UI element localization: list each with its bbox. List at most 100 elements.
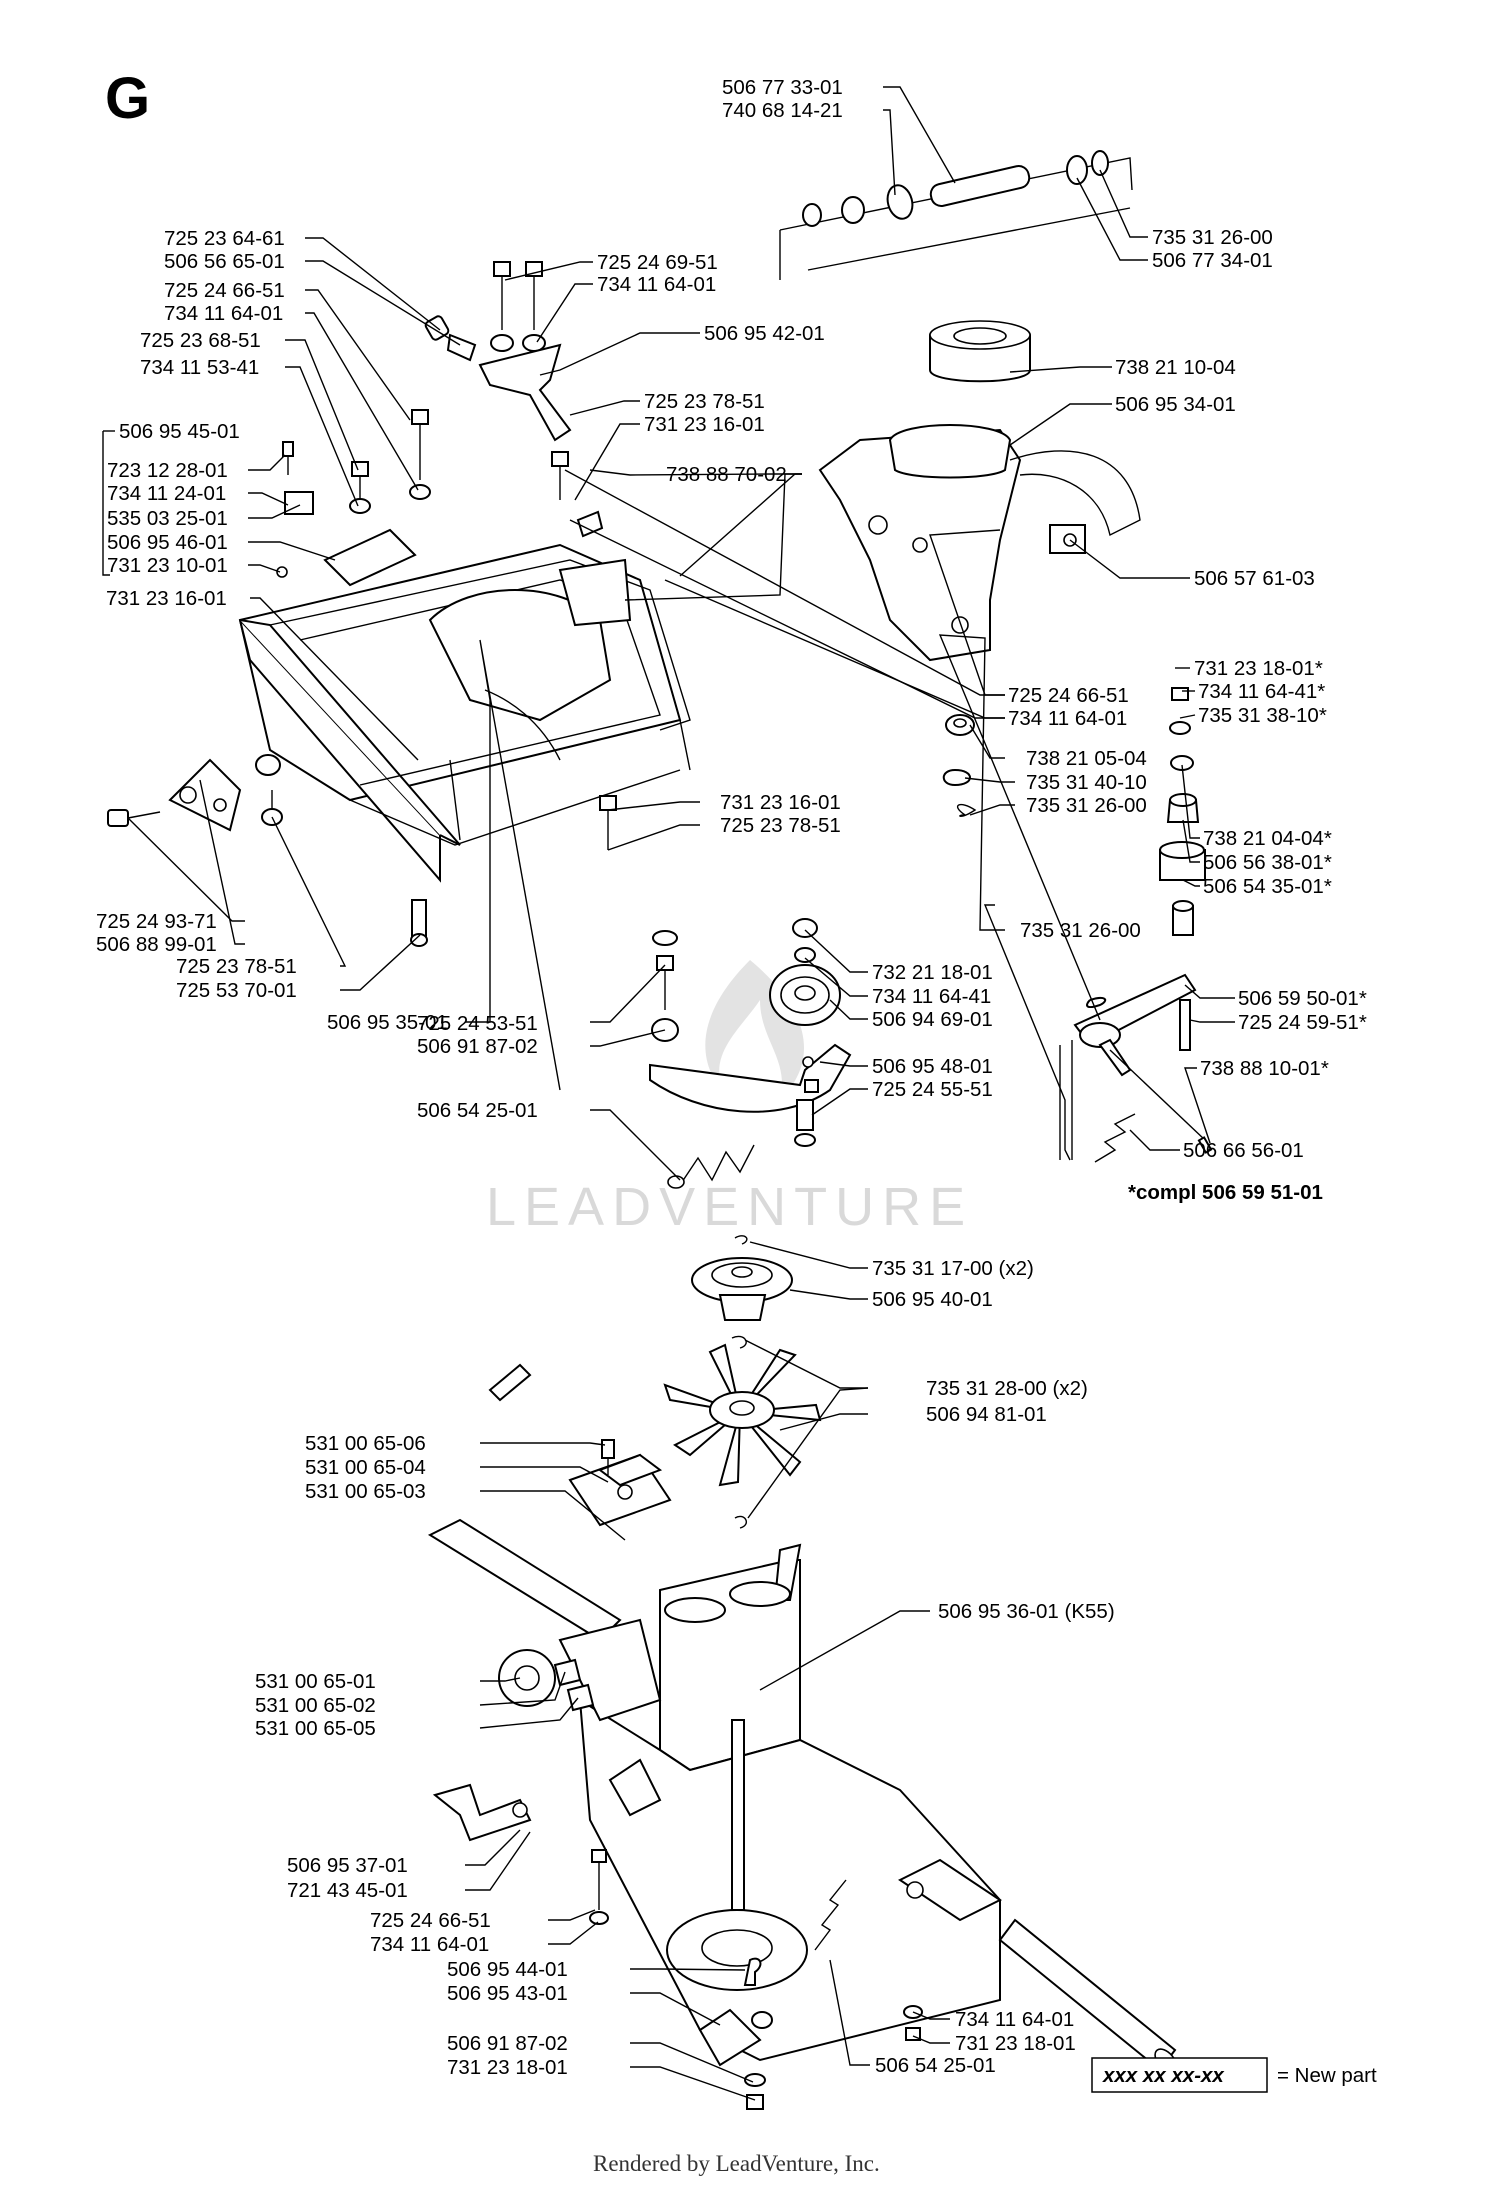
part-label: 535 03 25-01 [107,507,228,530]
part-label: 738 21 04-04* [1203,827,1332,850]
part-label: 738 88 10-01* [1200,1057,1329,1080]
part-label: 506 95 48-01 [872,1055,993,1078]
part-label: 506 54 25-01 [417,1099,538,1122]
part-label: 732 21 18-01 [872,961,993,984]
part-label: 735 31 17-00 (x2) [872,1257,1034,1280]
watermark-text: LEADVENTURE [486,1177,973,1237]
part-label: 506 95 40-01 [872,1288,993,1311]
part-label: 723 12 28-01 [107,459,228,482]
part-label: 531 00 65-01 [255,1670,376,1693]
part-label: 506 95 44-01 [447,1958,568,1981]
new-part-legend: xxx xx xx-xx = New part [1091,2057,1377,2093]
part-label: 725 23 78-51 [720,814,841,837]
part-label: 725 24 93-71 [96,910,217,933]
part-label: 506 66 56-01 [1183,1139,1304,1162]
part-label: 506 94 81-01 [926,1403,1047,1426]
part-number-labels: 506 77 33-01 740 68 14-21 735 31 26-00 5… [96,76,1367,2079]
part-label: 731 23 16-01 [644,413,765,436]
part-label: 506 88 99-01 [96,933,217,956]
part-label: 506 54 25-01 [875,2054,996,2077]
part-label: 725 24 66-51 [1008,684,1129,707]
part-label: 725 24 69-51 [597,251,718,274]
part-label: 734 11 64-01 [164,302,283,325]
part-label: 734 11 64-01 [597,273,716,296]
part-label: 531 00 65-05 [255,1717,376,1740]
part-label: 725 23 68-51 [140,329,261,352]
part-label: 506 95 46-01 [107,531,228,554]
part-label: 506 77 34-01 [1152,249,1273,272]
part-label: 740 68 14-21 [722,99,843,122]
part-label: 506 54 35-01* [1203,875,1332,898]
part-label: 738 88 70-02 [666,463,787,486]
part-label: 734 11 53-41 [140,356,259,379]
part-label: 735 31 26-00 [1026,794,1147,817]
part-label: 506 59 50-01* [1238,987,1367,1010]
part-label: 731 23 18-01 [447,2056,568,2079]
leader-lines [102,86,1235,2101]
steering-arm [1073,973,1213,1163]
part-label: 725 23 78-51 [176,955,297,978]
part-label: 506 94 69-01 [872,1008,993,1031]
front-axle-shaft-group [779,150,1133,280]
part-label: 731 23 16-01 [720,791,841,814]
part-label: 506 95 42-01 [704,322,825,345]
part-label: 506 56 65-01 [164,250,285,273]
part-label: 506 57 61-03 [1194,567,1315,590]
part-label: 506 95 36-01 (K55) [938,1600,1115,1623]
main-frame [238,543,691,883]
part-label: 725 23 64-61 [164,227,285,250]
legend-meaning: = New part [1277,2064,1377,2087]
section-letter: G [105,66,150,131]
bearing-housing [818,320,1141,662]
spindle-bearings [942,687,1206,936]
part-label: 506 56 38-01* [1203,851,1332,874]
part-label: 506 77 33-01 [722,76,843,99]
part-label: 734 11 64-41 [872,985,991,1008]
part-drawings [107,150,1213,2110]
fan-blades [663,1343,822,1487]
part-label: 506 95 43-01 [447,1982,568,2005]
part-label: 506 95 37-01 [287,1854,408,1877]
part-label: 725 24 66-51 [164,279,285,302]
transaxle [427,1363,1178,2110]
part-label: 725 24 66-51 [370,1909,491,1932]
part-label: 734 11 64-01 [370,1933,489,1956]
part-label: 735 31 38-10* [1198,704,1327,727]
part-label: 738 21 10-04 [1115,356,1236,379]
part-label-bolt: 725 24 53-51 [417,1012,538,1035]
part-label: 731 23 16-01 [106,587,227,610]
part-label: 506 91 87-02 [417,1035,538,1058]
part-label: 734 11 64-41* [1198,680,1325,703]
part-label: 506 95 35-01 [327,1011,448,1034]
part-label: 734 11 64-01 [955,2008,1074,2031]
part-label: 506 91 87-02 [447,2032,568,2055]
part-label: 735 31 26-00 [1020,919,1141,942]
part-label: 506 95 45-01 [119,420,240,443]
part-label: 734 11 64-01 [1008,707,1127,730]
part-label: 531 00 65-04 [305,1456,426,1479]
part-label: 725 24 59-51* [1238,1011,1367,1034]
legend-box [1091,2057,1268,2093]
footer-credit: Rendered by LeadVenture, Inc. [593,2151,880,2176]
part-label: 506 95 34-01 [1115,393,1236,416]
part-label: 725 23 78-51 [644,390,765,413]
part-label: 531 00 65-02 [255,1694,376,1717]
bumper-bracket [107,754,617,947]
part-label: 531 00 65-03 [305,1480,426,1503]
part-label: 721 43 45-01 [287,1879,408,1902]
part-label: 731 23 18-01* [1194,657,1323,680]
pulley-idler [649,918,852,1189]
assembly-note: *compl 506 59 51-01 [1128,1181,1323,1204]
part-label: 735 31 28-00 (x2) [926,1377,1088,1400]
part-label: 731 23 10-01 [107,554,228,577]
legend-sample: xxx xx xx-xx [1102,2064,1225,2087]
part-label: 725 24 55-51 [872,1078,993,1101]
part-label: 734 11 24-01 [107,482,226,505]
part-label: 738 21 05-04 [1026,747,1147,770]
part-label: 731 23 18-01 [955,2032,1076,2055]
part-label: 735 31 26-00 [1152,226,1273,249]
upper-bolts-bracket [276,261,604,587]
transmission-pulley-fan [663,1235,822,1529]
part-label: 735 31 40-10 [1026,771,1147,794]
